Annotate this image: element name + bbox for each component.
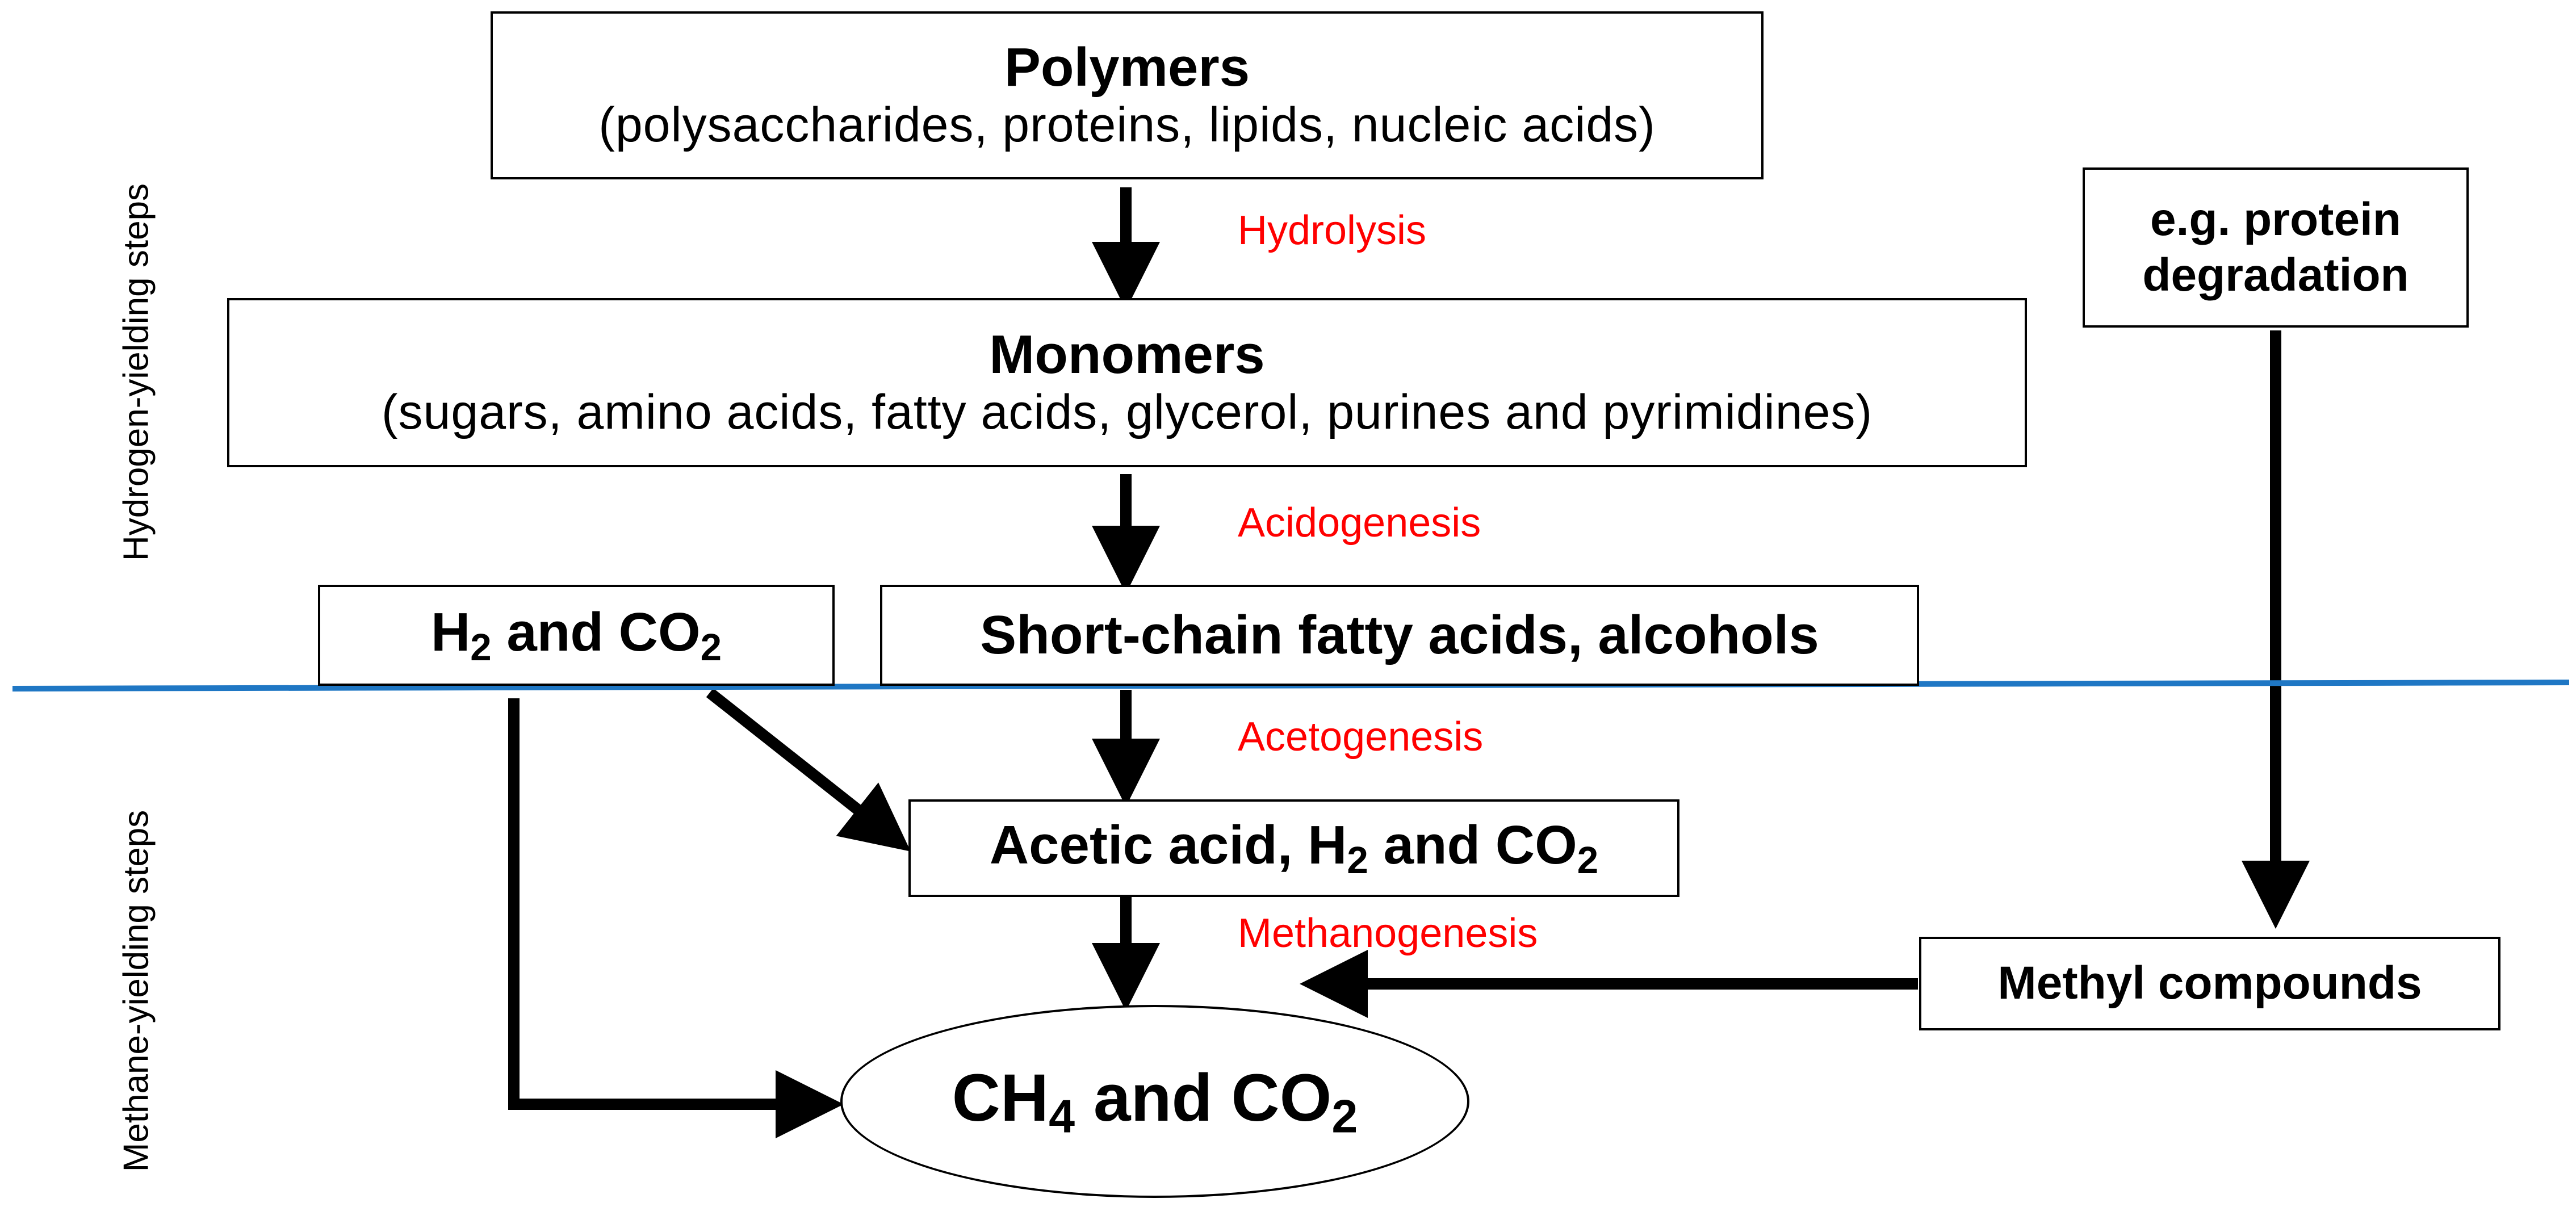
- methane-product-label: CH4 and CO2: [952, 1060, 1358, 1143]
- arrow-h2-to-acetic: [706, 688, 911, 852]
- step-acetogenesis: Acetogenesis: [1238, 714, 1484, 760]
- polymers-title: Polymers: [1004, 36, 1250, 98]
- methane-product-oval: CH4 and CO2: [840, 1005, 1469, 1198]
- scfa-label: Short-chain fatty acids, alcohols: [980, 605, 1819, 666]
- acetic-acid-box: Acetic acid, H2 and CO2: [908, 799, 1679, 897]
- h2-co2-box: H2 and CO2: [318, 585, 835, 686]
- polymers-subtitle: (polysaccharides, proteins, lipids, nucl…: [598, 98, 1656, 153]
- h2-co2-label: H2 and CO2: [430, 601, 722, 669]
- acetic-acid-label: Acetic acid, H2 and CO2: [989, 814, 1599, 882]
- methyl-compounds-label: Methyl compounds: [1997, 957, 2422, 1009]
- side-label-methane: Methane-yielding steps: [116, 810, 156, 1172]
- protein-line2: degradation: [2142, 249, 2409, 301]
- protein-degradation-box: e.g. protein degradation: [2083, 167, 2469, 328]
- arrow-h2-to-methane: [508, 698, 844, 1138]
- methyl-compounds-box: Methyl compounds: [1919, 937, 2500, 1030]
- polymers-box: Polymers (polysaccharides, proteins, lip…: [491, 11, 1764, 179]
- scfa-box: Short-chain fatty acids, alcohols: [880, 585, 1919, 686]
- monomers-box: Monomers (sugars, amino acids, fatty aci…: [227, 298, 2027, 467]
- step-hydrolysis: Hydrolysis: [1238, 208, 1427, 253]
- step-methanogenesis: Methanogenesis: [1238, 911, 1538, 956]
- monomers-title: Monomers: [989, 324, 1265, 385]
- monomers-subtitle: (sugars, amino acids, fatty acids, glyce…: [381, 385, 1873, 440]
- protein-line1: e.g. protein: [2150, 193, 2401, 245]
- step-acidogenesis: Acidogenesis: [1238, 500, 1481, 546]
- side-label-hydrogen: Hydrogen-yielding steps: [116, 183, 156, 561]
